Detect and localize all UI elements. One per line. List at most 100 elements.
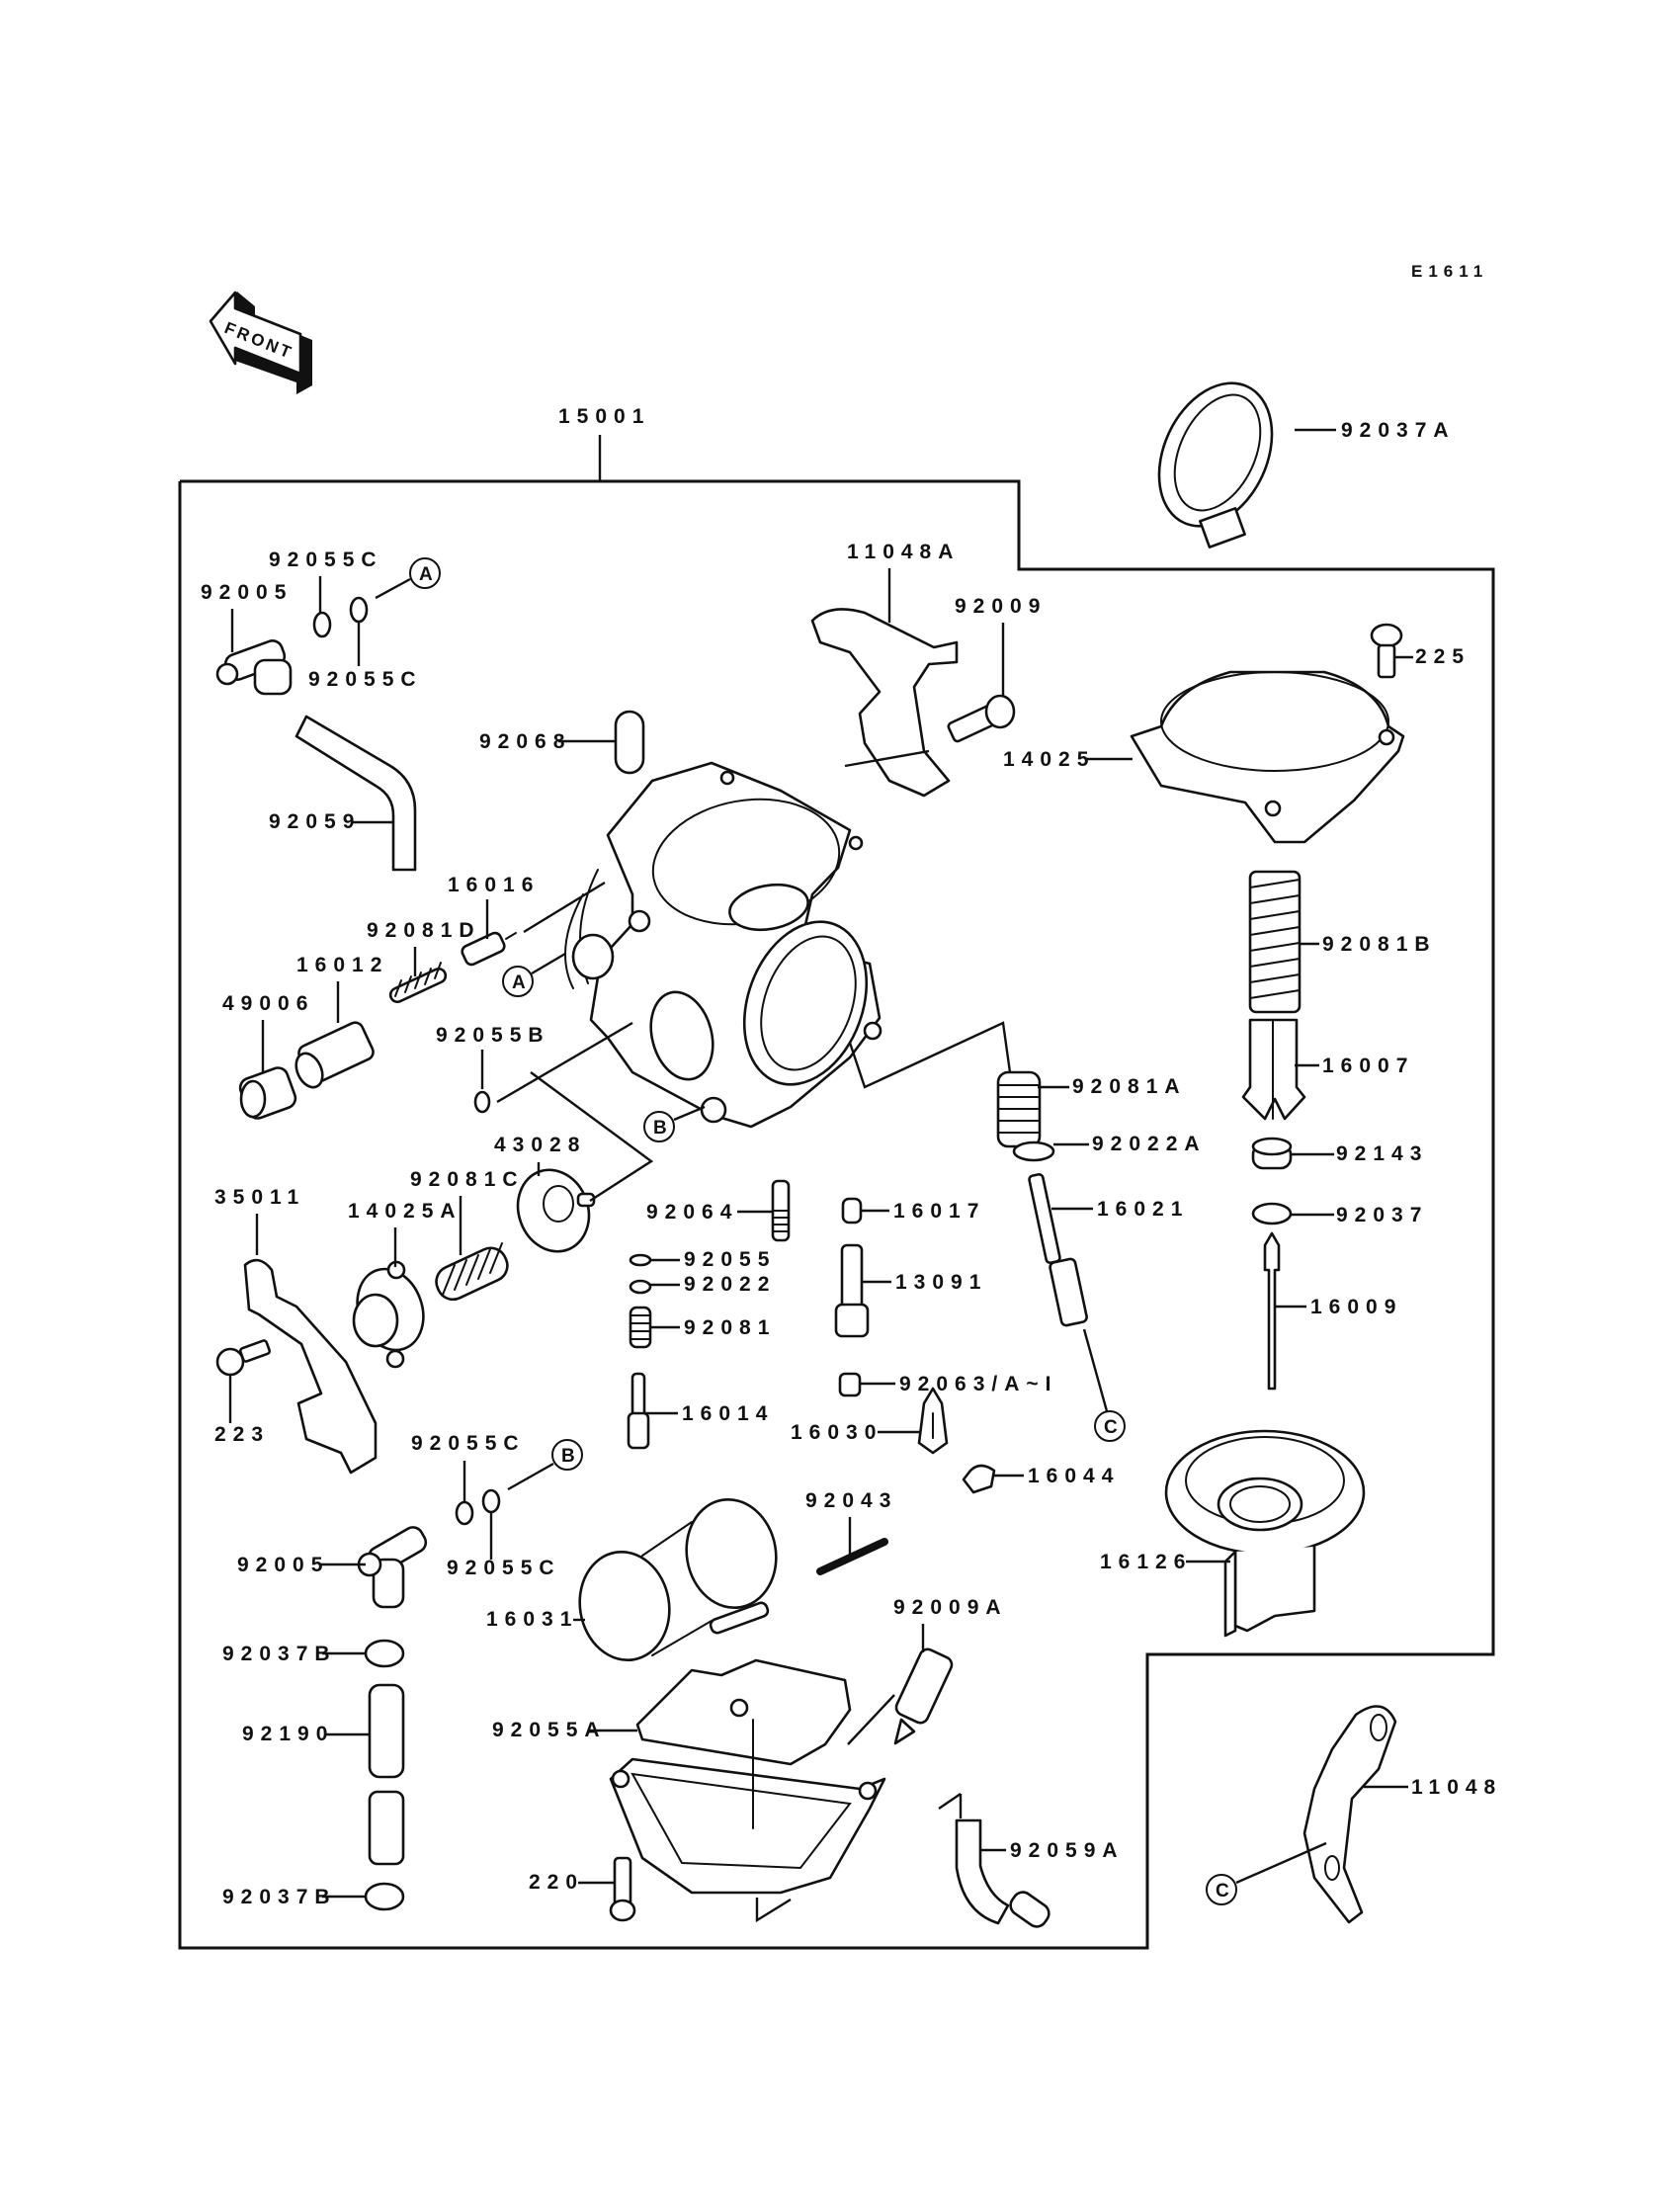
part-number-label: 92081 [684, 1316, 776, 1339]
callout-92005: 92005 [237, 1554, 366, 1576]
hose-92059A [955, 1818, 1050, 1928]
callout-92081c: 92081C [410, 1168, 525, 1255]
pilot-jet-16017 [841, 1197, 863, 1225]
callout-92037b: 92037B [222, 1886, 366, 1908]
part-number-label: 14025 [1003, 748, 1095, 771]
part-number-label: 92081D [367, 919, 481, 942]
hose-92190-upper [368, 1683, 405, 1779]
part-number-label: 92190 [242, 1723, 334, 1745]
reference-marker-C-bracket: C [1206, 1841, 1327, 1905]
part-number-label: 92055C [269, 549, 383, 571]
part-number-label: 49006 [222, 992, 314, 1015]
callout-92037: 92037 [1291, 1204, 1428, 1226]
part-number-label: 92059A [1010, 1839, 1125, 1862]
callout-14025: 14025 [1003, 748, 1133, 771]
part-number-label: 92081C [410, 1168, 525, 1191]
callout-16017: 16017 [861, 1200, 978, 1223]
jet-needle-16009 [1263, 1231, 1281, 1391]
top-cover-14025 [1130, 670, 1405, 844]
part-number-label: 92037 [1336, 1204, 1428, 1226]
callout-16030: 16030 [791, 1421, 921, 1444]
svg-text:C: C [1216, 1881, 1229, 1901]
assembly-part-number: 15001 [558, 405, 650, 428]
part-number-label: 13091 [895, 1271, 987, 1294]
part-number-label: 92055C [411, 1432, 526, 1455]
callout-16044: 16044 [994, 1465, 1113, 1487]
reference-marker-A-body: A [502, 952, 566, 997]
callout-16007: 16007 [1295, 1055, 1414, 1077]
part-number-label: 92059 [269, 810, 361, 833]
hose-clamp-92037B-2 [364, 1882, 405, 1911]
callout-92059a: 92059A [980, 1839, 1125, 1862]
cap-92068 [614, 710, 645, 775]
callout-43028: 43028 [494, 1134, 586, 1176]
callout-92063-a-i: 92063/A~I [860, 1373, 1058, 1395]
callout-11048a: 11048A [847, 541, 953, 623]
part-number-label: 11048 [1411, 1776, 1502, 1799]
spring-92081 [629, 1306, 652, 1349]
starter-nut-16012 [294, 1021, 375, 1089]
callout-14025a: 14025A [348, 1200, 456, 1267]
oring-92055C-3 [455, 1500, 474, 1526]
callout-92005: 92005 [201, 581, 293, 652]
float-pin-92043 [816, 1538, 888, 1575]
part-number-label: 92005 [201, 581, 293, 604]
svg-text:B: B [653, 1118, 667, 1139]
spacer-92143 [1251, 1137, 1293, 1170]
callout-92190: 92190 [242, 1723, 370, 1745]
part-number-label: 223 [214, 1423, 270, 1446]
callout-49006: 49006 [222, 992, 314, 1072]
callout-92081d: 92081D [367, 919, 481, 976]
float-bowl [609, 1698, 886, 1895]
band-clamp-92037A [1157, 381, 1274, 549]
part-number-label: 16009 [1310, 1296, 1402, 1318]
oring-92055B [473, 1090, 491, 1114]
callout-35011: 35011 [214, 1186, 298, 1255]
drain-screw-92009A [893, 1648, 954, 1745]
reference-marker-C-screw: C [1082, 1328, 1126, 1442]
part-number-label: 225 [1415, 645, 1470, 668]
callout-92081a: 92081A [1038, 1075, 1180, 1098]
svg-text:A: A [512, 972, 526, 993]
oring-92055 [629, 1253, 652, 1267]
fitting-92005-bottom [357, 1526, 428, 1609]
washer-92022 [629, 1279, 652, 1295]
svg-text:B: B [561, 1446, 575, 1467]
callout-92022: 92022 [650, 1273, 776, 1296]
callout-16009: 16009 [1275, 1296, 1402, 1318]
callout-16031: 16031 [486, 1608, 585, 1631]
clip-16044 [962, 1464, 996, 1494]
drawing-code: E1611 [1411, 262, 1488, 281]
part-number-label: 16007 [1322, 1055, 1414, 1077]
hose-clamp-92037B-1 [364, 1639, 405, 1668]
callout-13091: 13091 [862, 1271, 987, 1294]
vacuum-piston-16126 [1164, 1429, 1366, 1638]
hose-92190-lower [368, 1790, 405, 1866]
throttle-screw-16021 [1028, 1172, 1088, 1327]
pilot-screw-16014 [627, 1372, 650, 1450]
float-16031 [578, 1497, 778, 1662]
lever-35011 [243, 1258, 378, 1475]
callout-92037b: 92037B [222, 1643, 366, 1665]
carburetor-body [564, 761, 882, 1129]
screw-92009 [947, 694, 1016, 743]
bracket-11048A [810, 608, 959, 798]
part-number-label: 16021 [1097, 1198, 1189, 1221]
callout-92055c: 92055C [447, 1513, 554, 1579]
cap-49006 [238, 1066, 297, 1120]
screw-225 [1370, 623, 1403, 679]
needle-jet-13091 [834, 1243, 870, 1338]
callout-92055c: 92055C [308, 623, 416, 691]
part-number-label: 92022 [684, 1273, 776, 1296]
part-number-label: 92063/A~I [899, 1373, 1058, 1395]
callout-92064: 92064 [646, 1201, 773, 1224]
reference-marker-A-top: A [375, 557, 441, 600]
part-number-label: 92009 [955, 595, 1047, 618]
oring-92055C-2 [349, 596, 369, 624]
callout-92009: 92009 [955, 595, 1047, 697]
callout-225: 225 [1395, 645, 1470, 668]
spring-92081B [1248, 870, 1302, 1014]
part-number-label: 43028 [494, 1134, 586, 1156]
assembly-lines [496, 749, 1012, 1923]
callout-92055a: 92055A [492, 1719, 637, 1741]
